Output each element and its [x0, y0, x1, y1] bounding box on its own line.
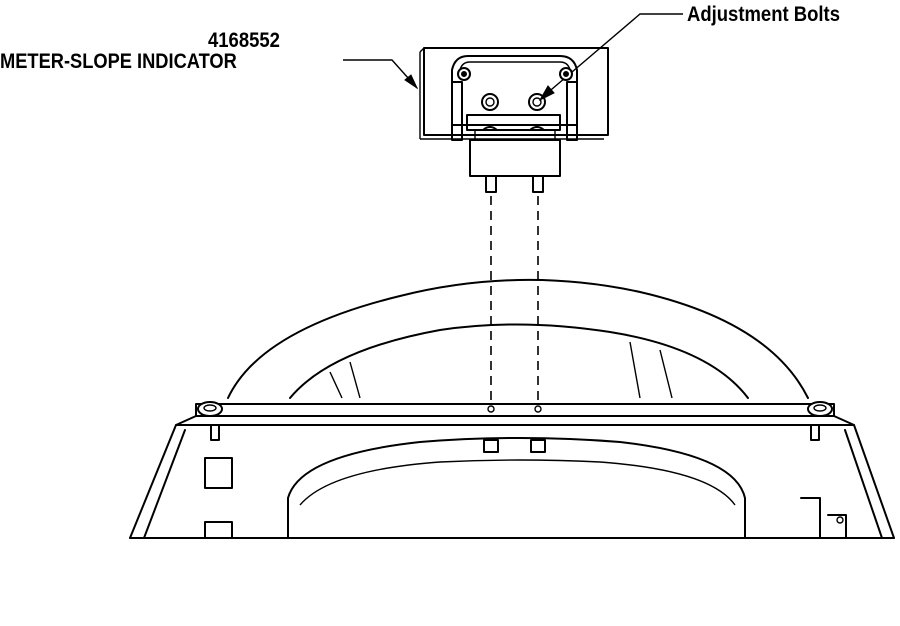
adjustment-bolt-right — [528, 93, 546, 111]
adjustment-bolt-left — [481, 93, 499, 111]
canopy-arch — [227, 278, 809, 399]
frame-body — [129, 415, 895, 539]
meter-slope-indicator — [419, 47, 609, 193]
meter-leader-line — [343, 59, 419, 90]
part-name-label: METER-SLOPE INDICATOR — [0, 50, 237, 73]
adjustment-bolts-callout: Adjustment Bolts — [687, 3, 840, 26]
alignment-lines — [490, 196, 539, 402]
part-number-label: 4168552 — [208, 29, 280, 52]
cross-member — [195, 401, 835, 453]
